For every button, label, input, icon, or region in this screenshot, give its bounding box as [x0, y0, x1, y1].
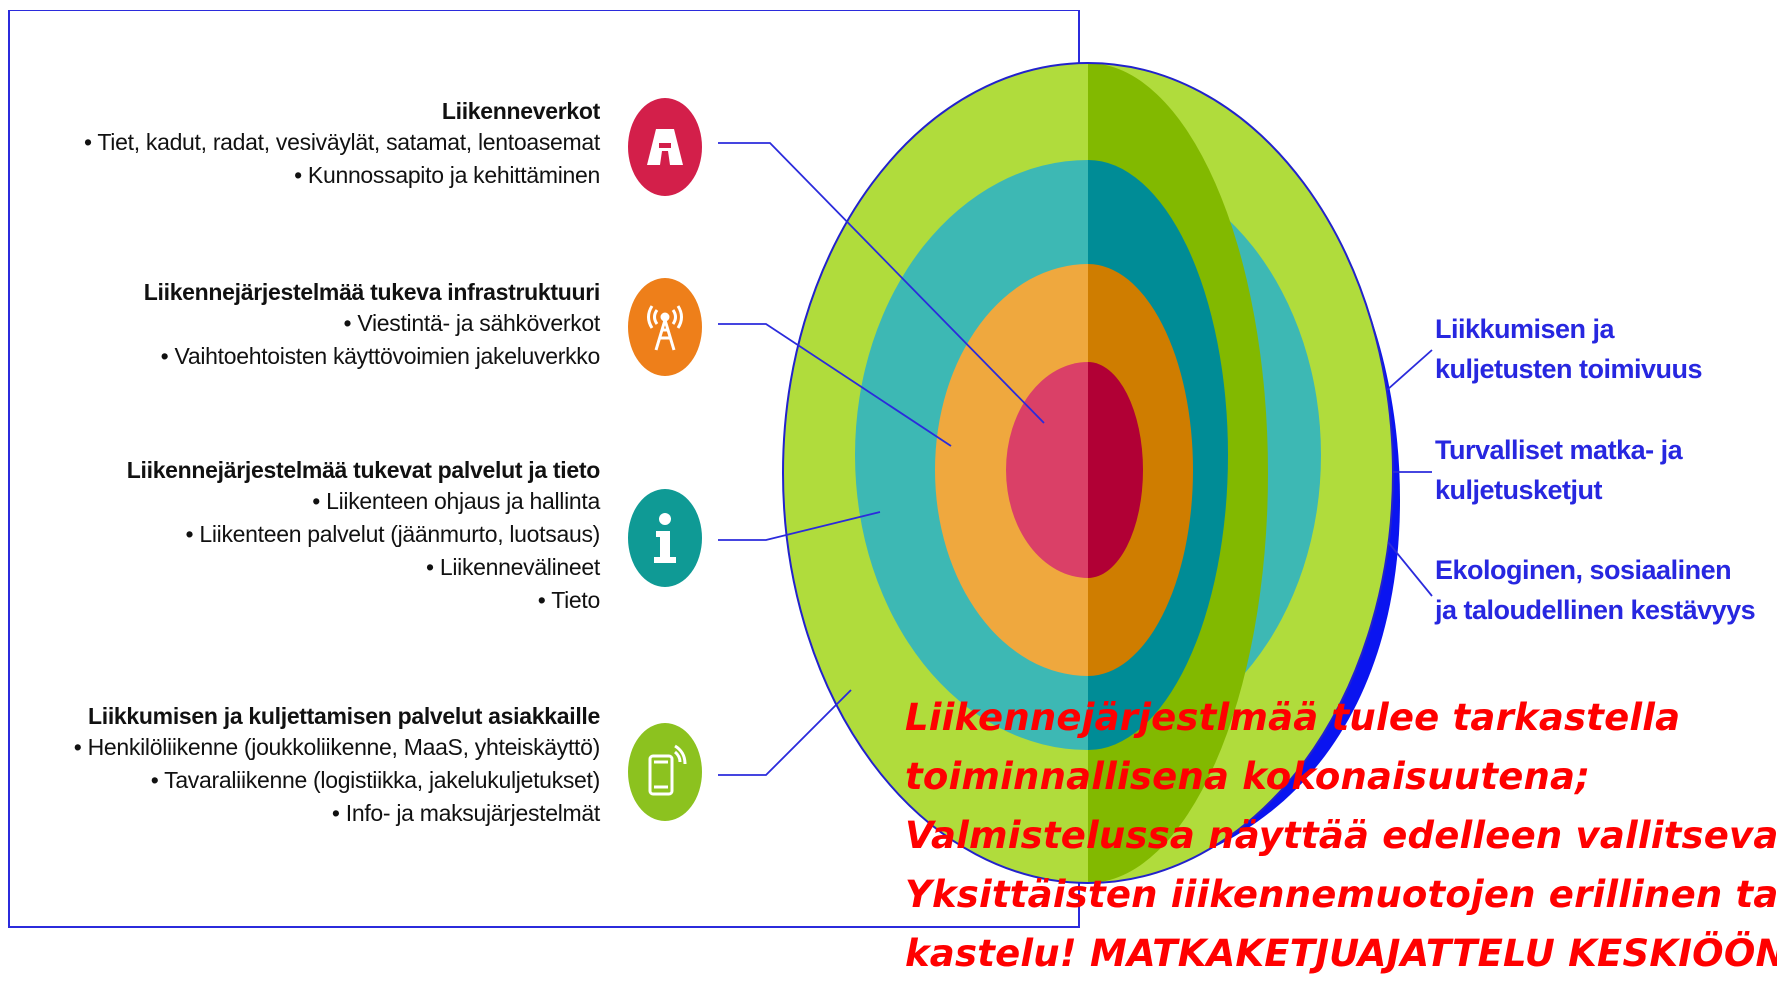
category-block-road-networks: Liikenneverkot • Tiet, kadut, radat, ves…: [84, 96, 600, 192]
category-item: • Liikenteen palvelut (jäänmurto, luotsa…: [185, 521, 601, 547]
category-item: • Liikennevälineet: [426, 554, 600, 580]
note-line: kastelu! MATKAKETJUAJATTELU KESKIÖÖN!: [905, 932, 1777, 975]
category-item: • Tavaraliikenne (logistiikka, jakelukul…: [150, 767, 601, 793]
category-block-infrastructure: Liikennejärjestelmää tukeva infrastruktu…: [143, 277, 601, 373]
frame-top-border: [8, 10, 1080, 11]
category-item: • Viestintä- ja sähköverkot: [343, 310, 601, 336]
category-title: Liikenneverkot: [441, 98, 600, 124]
category-item: • Tieto: [537, 587, 601, 613]
outcome-connector: [1387, 541, 1433, 597]
category-item: • Tiet, kadut, radat, vesiväylät, satama…: [83, 129, 600, 155]
note-line: toiminnallisena kokonaisuutena;: [905, 755, 1591, 798]
outcome-line: kuljetusten toimivuus: [1435, 354, 1703, 384]
note-line: Valmistelussa näyttää edelleen vallitsev…: [905, 814, 1777, 857]
outcome-functionality: Liikkumisen ja kuljetusten toimivuus: [1435, 309, 1703, 389]
category-title: Liikkumisen ja kuljettamisen palvelut as…: [88, 703, 600, 729]
outcome-safety: Turvalliset matka- ja kuljetusketjut: [1435, 430, 1683, 510]
category-item: • Liikenteen ohjaus ja hallinta: [312, 488, 600, 514]
diagram-outline: [782, 62, 1394, 884]
category-item: • Vaihtoehtoisten käyttövoimien jakeluve…: [160, 343, 601, 369]
category-block-customer-services: Liikkumisen ja kuljettamisen palvelut as…: [73, 701, 601, 830]
outcome-line: Turvalliset matka- ja: [1435, 435, 1683, 465]
outcome-line: Liikkumisen ja: [1435, 314, 1615, 344]
note-line: Liikennejärjestlmää tulee tarkastella: [905, 696, 1681, 739]
category-block-services-information: Liikennejärjestelmää tukevat palvelut ja…: [126, 455, 601, 617]
road-icon: [628, 98, 702, 196]
category-item: • Info- ja maksujärjestelmät: [331, 800, 600, 826]
connector-line: [718, 689, 852, 776]
category-item: • Henkilöliikenne (joukkoliikenne, MaaS,…: [73, 734, 601, 760]
category-title: Liikennejärjestelmää tukeva infrastruktu…: [143, 279, 601, 305]
antenna-tower-icon: [628, 278, 702, 376]
overlay-note: Liikennejärjestlmää tulee tarkastella to…: [905, 688, 1777, 983]
smartphone-icon: [628, 723, 702, 821]
outcome-line: Ekologinen, sosiaalinen: [1435, 555, 1732, 585]
core-dark: [1088, 362, 1143, 578]
outcome-sustainability: Ekologinen, sosiaalinen ja taloudellinen…: [1435, 550, 1756, 630]
note-line: Yksittäisten iiikennemuotojen erillinen …: [905, 873, 1777, 916]
outcome-connector: [1386, 349, 1433, 391]
connector-line: [718, 511, 881, 541]
outcome-line: kuljetusketjut: [1435, 475, 1603, 505]
connector-line: [718, 142, 1045, 424]
category-item: • Kunnossapito ja kehittäminen: [294, 162, 600, 188]
layered-system-diagram: [718, 62, 1433, 884]
category-title: Liikennejärjestelmää tukevat palvelut ja…: [126, 457, 601, 483]
info-icon: [628, 489, 702, 587]
connector-line: [718, 323, 952, 447]
outcome-line: ja taloudellinen kestävyys: [1435, 595, 1756, 625]
